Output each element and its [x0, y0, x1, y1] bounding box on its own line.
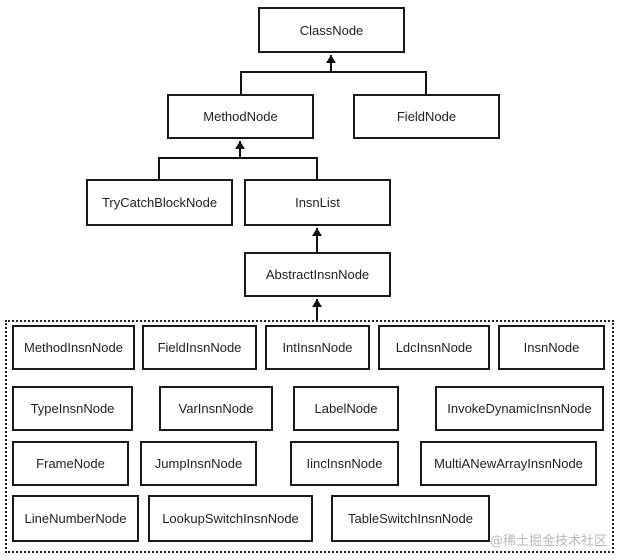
frame-node-box: FrameNode [12, 441, 129, 486]
multi-a-new-array-insn-node-label: MultiANewArrayInsnNode [434, 456, 583, 471]
jump-insn-node-box: JumpInsnNode [140, 441, 257, 486]
label-node-label: LabelNode [314, 401, 378, 416]
type-insn-node-box: TypeInsnNode [12, 386, 133, 431]
lookup-switch-insn-node-box: LookupSwitchInsnNode [148, 495, 313, 542]
class-node-label: ClassNode [299, 22, 364, 38]
int-insn-node-box: IntInsnNode [265, 325, 370, 370]
field-node-box: FieldNode [353, 94, 500, 139]
insn-list-label: InsnList [295, 195, 340, 210]
field-insn-node-box: FieldInsnNode [142, 325, 257, 370]
var-insn-node-label: VarInsnNode [178, 401, 254, 416]
invoke-dynamic-insn-node-label: InvokeDynamicInsnNode [447, 401, 592, 416]
method-insn-node-label: MethodInsnNode [23, 340, 123, 355]
var-insn-node-box: VarInsnNode [159, 386, 273, 431]
int-insn-node-label: IntInsnNode [282, 340, 353, 355]
try-catch-block-node-box: TryCatchBlockNode [86, 179, 233, 226]
method-node-box: MethodNode [167, 94, 314, 139]
field-insn-node-label: FieldInsnNode [157, 340, 242, 355]
frame-node-label: FrameNode [36, 456, 105, 471]
type-insn-node-label: TypeInsnNode [30, 401, 115, 416]
abstract-insn-node-box: AbstractInsnNode [244, 252, 391, 297]
invoke-dynamic-insn-node-box: InvokeDynamicInsnNode [435, 386, 604, 431]
multi-a-new-array-insn-node-box: MultiANewArrayInsnNode [420, 441, 597, 486]
method-node-label: MethodNode [203, 109, 278, 124]
class-node-box: ClassNode [258, 7, 405, 53]
edge-methodnode-classnode [240, 71, 331, 94]
ldc-insn-node-box: LdcInsnNode [378, 325, 490, 370]
lookup-switch-insn-node-label: LookupSwitchInsnNode [162, 511, 299, 526]
method-insn-node-box: MethodInsnNode [12, 325, 135, 370]
line-number-node-label: LineNumberNode [24, 511, 127, 526]
insn-list-box: InsnList [244, 179, 391, 226]
edge-insnlist-methodnode [240, 157, 318, 179]
iinc-insn-node-label: IincInsnNode [306, 456, 383, 471]
instruction-subclasses-group [5, 320, 614, 553]
label-node-box: LabelNode [293, 386, 399, 431]
insn-node-label: InsnNode [523, 340, 580, 355]
try-catch-block-node-label: TryCatchBlockNode [101, 195, 218, 210]
table-switch-insn-node-box: TableSwitchInsnNode [331, 495, 490, 542]
line-number-node-box: LineNumberNode [12, 495, 139, 542]
iinc-insn-node-box: IincInsnNode [290, 441, 399, 486]
insn-node-box: InsnNode [498, 325, 605, 370]
jump-insn-node-label: JumpInsnNode [154, 456, 243, 471]
abstract-insn-node-label: AbstractInsnNode [265, 267, 370, 282]
ldc-insn-node-label: LdcInsnNode [395, 340, 473, 355]
edge-trycatchblocknode-methodnode [158, 157, 240, 179]
watermark-text: @稀土掘金技术社区 [489, 534, 607, 549]
field-node-label: FieldNode [396, 109, 457, 124]
edge-fieldnode-classnode [331, 71, 427, 94]
table-switch-insn-node-label: TableSwitchInsnNode [347, 511, 474, 526]
